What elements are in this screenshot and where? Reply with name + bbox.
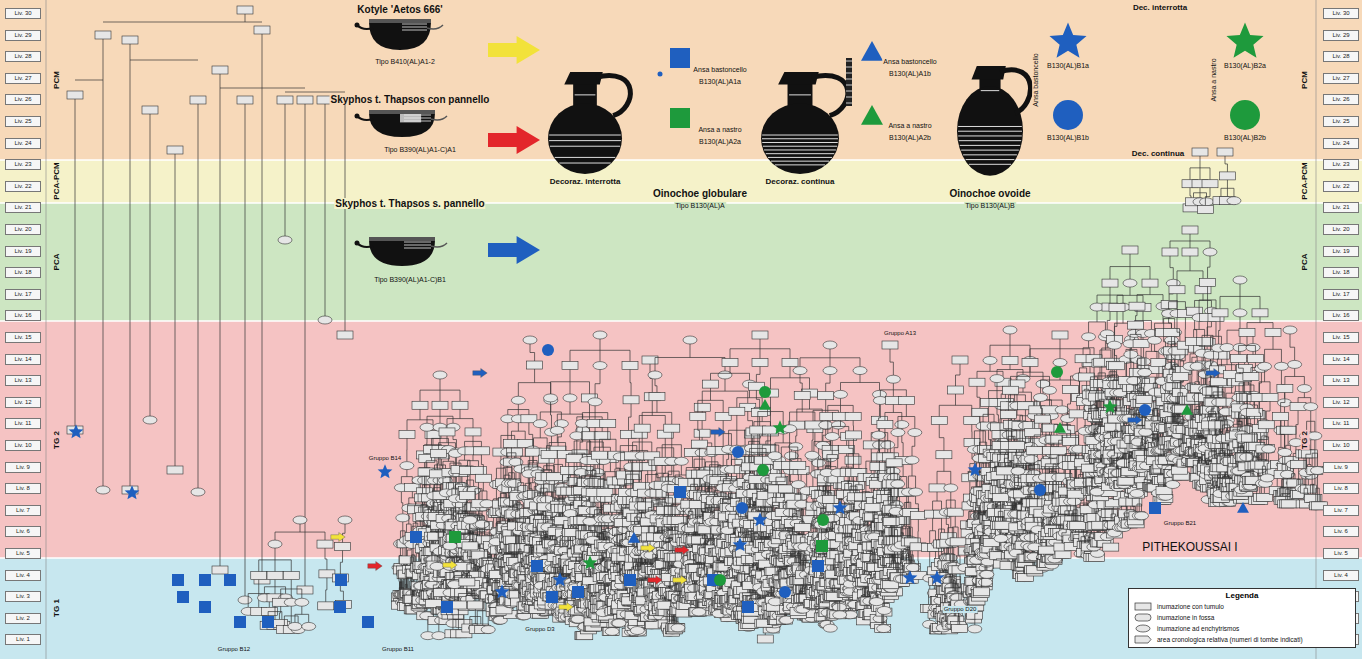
- tomb-box: [95, 31, 111, 39]
- tomb-oval: [191, 488, 205, 496]
- tomb-box: [337, 331, 353, 339]
- tomb-box: [452, 401, 468, 409]
- tomb-box: [237, 6, 253, 14]
- tomb-oval: [238, 596, 252, 604]
- tomb-box: [317, 540, 333, 548]
- tomb-box: [473, 447, 489, 455]
- tomb-oval: [278, 236, 292, 244]
- tomb-oval: [523, 336, 537, 344]
- tomb-box: [190, 96, 206, 104]
- tomb-oval: [507, 479, 521, 487]
- tomb-oval: [511, 396, 525, 404]
- tomb-box: [254, 26, 270, 34]
- tomb-box: [167, 146, 183, 154]
- tomb-oval: [338, 516, 352, 524]
- tomb-box: [425, 430, 441, 438]
- tomb-box: [562, 362, 578, 370]
- tomb-box: [122, 36, 138, 44]
- tomb-box: [527, 361, 543, 369]
- tomb-box: [67, 91, 83, 99]
- tomb-oval: [96, 486, 110, 494]
- period-band: [0, 0, 1362, 160]
- tomb-box: [459, 578, 475, 586]
- tomb-oval: [593, 331, 607, 339]
- tomb-oval: [443, 542, 457, 550]
- tomb-box: [297, 96, 313, 104]
- tomb-box: [475, 474, 491, 482]
- tomb-oval: [544, 394, 558, 402]
- tomb-box: [432, 401, 448, 409]
- tomb-oval: [433, 371, 447, 379]
- tomb-oval: [143, 416, 157, 424]
- tomb-box: [399, 430, 415, 438]
- tomb-box: [439, 428, 455, 436]
- tomb-oval: [302, 622, 316, 630]
- tomb-box: [251, 572, 267, 580]
- tomb-oval: [430, 562, 444, 570]
- tomb-box: [335, 543, 351, 551]
- tomb-box: [465, 428, 481, 436]
- tomb-oval: [463, 516, 477, 524]
- tomb-oval: [420, 423, 434, 431]
- tomb-box: [467, 601, 483, 609]
- tomb-box: [283, 572, 299, 580]
- tomb-box: [318, 602, 334, 610]
- tomb-box: [412, 401, 428, 409]
- tomb-box: [212, 566, 228, 574]
- tomb-box: [267, 572, 283, 580]
- tomb-oval: [288, 622, 302, 630]
- tomb-box: [167, 466, 183, 474]
- tomb-oval: [295, 598, 309, 606]
- tomb-box: [431, 449, 447, 457]
- tomb-box: [142, 106, 158, 114]
- tomb-box: [470, 467, 486, 475]
- tomb-oval: [396, 514, 410, 522]
- tomb-oval: [432, 632, 446, 640]
- tomb-box: [455, 562, 471, 570]
- tomb-box: [277, 96, 293, 104]
- tomb-box: [462, 542, 478, 550]
- tomb-oval: [268, 540, 282, 548]
- tomb-oval: [481, 626, 495, 634]
- tomb-box: [237, 96, 253, 104]
- tomb-oval: [293, 516, 307, 524]
- tomb-box: [297, 586, 313, 594]
- tomb-box: [507, 448, 523, 456]
- tomb-oval: [318, 316, 332, 324]
- tomb-oval: [480, 500, 494, 508]
- tomb-oval: [533, 420, 547, 428]
- tomb-oval: [400, 462, 414, 470]
- tomb-box: [212, 66, 228, 74]
- tomb-box: [459, 491, 475, 499]
